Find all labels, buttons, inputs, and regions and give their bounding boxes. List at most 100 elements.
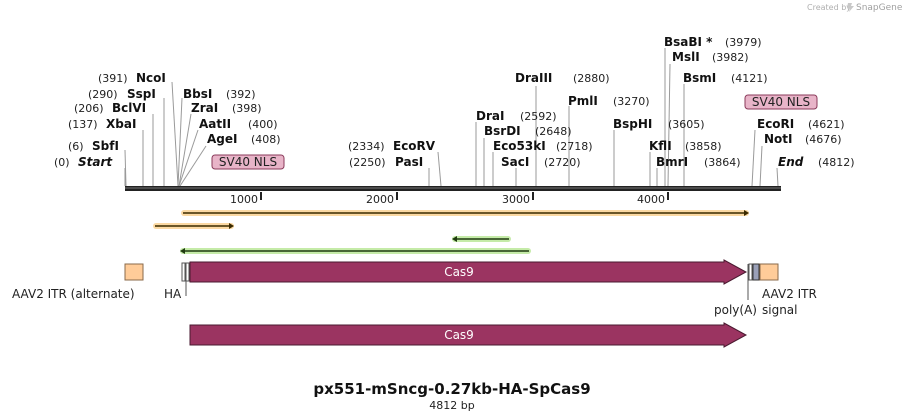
- site-xbai[interactable]: (137) XbaI: [68, 117, 136, 131]
- svg-text:(4812): (4812): [818, 156, 855, 169]
- site-sbfi[interactable]: (6) SbfI: [68, 139, 119, 153]
- svg-text:ZraI: ZraI: [191, 101, 218, 115]
- svg-text:SV40 NLS: SV40 NLS: [752, 95, 810, 109]
- svg-text:PmlI: PmlI: [568, 94, 598, 108]
- orf-track-orange-long[interactable]: [181, 210, 749, 216]
- svg-text:Eco53kI: Eco53kI: [493, 139, 546, 153]
- site-pmli[interactable]: PmlI (3270): [568, 94, 650, 108]
- svg-text:(400): (400): [248, 118, 278, 131]
- site-draiii[interactable]: DraIII (2880): [515, 71, 610, 85]
- site-msli[interactable]: MslI (3982): [672, 50, 749, 64]
- site-kfli[interactable]: KflI (3858): [649, 139, 722, 153]
- svg-text:XbaI: XbaI: [106, 117, 136, 131]
- site-ncoi[interactable]: (391) NcoI: [98, 71, 166, 85]
- svg-text:Start: Start: [78, 155, 113, 169]
- svg-text:SspI: SspI: [127, 87, 156, 101]
- orf-track-orange-short[interactable]: [153, 223, 234, 229]
- ha-label: HA: [164, 287, 182, 301]
- snapgene-logo-icon: [847, 3, 854, 12]
- svg-text:BspHI: BspHI: [613, 117, 652, 131]
- svg-text:(206): (206): [74, 102, 104, 115]
- svg-text:EcoRI: EcoRI: [757, 117, 794, 131]
- aav2-itr-label: AAV2 ITR: [762, 287, 817, 301]
- plasmid-title: px551-mSncg-0.27kb-HA-SpCas9: [313, 380, 590, 398]
- sv40-nls-feature-1[interactable]: SV40 NLS: [211, 154, 285, 170]
- restriction-sites: (0) Start (6) SbfI (137) XbaI (206) BclV…: [54, 35, 855, 169]
- svg-text:(4121): (4121): [731, 72, 768, 85]
- cas9-feature[interactable]: Cas9: [189, 259, 748, 285]
- svg-text:AgeI: AgeI: [207, 132, 237, 146]
- svg-text:NcoI: NcoI: [136, 71, 166, 85]
- svg-text:(2250): (2250): [349, 156, 386, 169]
- site-pasi[interactable]: (2250) PasI: [349, 155, 423, 169]
- watermark-brand: SnapGene: [856, 3, 903, 13]
- svg-text:Cas9: Cas9: [444, 328, 474, 342]
- site-bsphi[interactable]: BspHI (3605): [613, 117, 705, 131]
- svg-text:(3605): (3605): [668, 118, 705, 131]
- svg-text:(0): (0): [54, 156, 70, 169]
- svg-text:MslI: MslI: [672, 50, 700, 64]
- tick-label-3000: 3000: [502, 193, 530, 206]
- site-zrai[interactable]: ZraI (398): [191, 101, 262, 115]
- svg-text:EcoRV: EcoRV: [393, 139, 436, 153]
- site-bsabi[interactable]: BsaBI * (3979): [664, 35, 762, 49]
- svg-text:(2592): (2592): [520, 110, 557, 123]
- svg-text:(3979): (3979): [725, 36, 762, 49]
- svg-text:(2718): (2718): [556, 140, 593, 153]
- ha-tag-feature[interactable]: [181, 262, 190, 296]
- site-start[interactable]: (0) Start: [54, 155, 113, 169]
- polya-label: poly(A): [714, 303, 757, 317]
- site-eco53ki[interactable]: Eco53kI (2718): [493, 139, 593, 153]
- svg-text:DraI: DraI: [476, 109, 504, 123]
- position-axis: 1000 2000 3000 4000: [230, 192, 669, 206]
- svg-text:(137): (137): [68, 118, 98, 131]
- svg-text:(4621): (4621): [808, 118, 845, 131]
- svg-text:(3982): (3982): [712, 51, 749, 64]
- svg-text:(392): (392): [226, 88, 256, 101]
- sv40-nls-feature-2[interactable]: SV40 NLS: [744, 94, 818, 110]
- site-noti[interactable]: NotI (4676): [764, 132, 842, 146]
- aav2-itr-feature[interactable]: [752, 263, 779, 281]
- svg-text:BmrI: BmrI: [656, 155, 688, 169]
- svg-text:(2880): (2880): [573, 72, 610, 85]
- site-bmri[interactable]: BmrI (3864): [656, 155, 741, 169]
- orf-track-green-long[interactable]: [180, 248, 531, 254]
- svg-text:NotI: NotI: [764, 132, 793, 146]
- svg-text:(2334): (2334): [348, 140, 385, 153]
- site-bbsi[interactable]: BbsI (392): [183, 87, 256, 101]
- svg-text:End: End: [778, 155, 804, 169]
- tick-label-2000: 2000: [366, 193, 394, 206]
- site-ecori[interactable]: EcoRI (4621): [757, 117, 845, 131]
- svg-text:BclVI: BclVI: [112, 101, 146, 115]
- site-aatii[interactable]: AatII (400): [199, 117, 278, 131]
- svg-text:(6): (6): [68, 140, 84, 153]
- aav2-itr-alternate-feature[interactable]: [124, 263, 144, 281]
- site-saci[interactable]: SacI (2720): [501, 155, 581, 169]
- site-end[interactable]: End (4812): [778, 155, 855, 169]
- cas9-translation[interactable]: Cas9: [189, 322, 748, 348]
- svg-text:(2720): (2720): [544, 156, 581, 169]
- svg-text:BbsI: BbsI: [183, 87, 212, 101]
- svg-text:Cas9: Cas9: [444, 265, 474, 279]
- plasmid-length: 4812 bp: [429, 399, 474, 412]
- svg-text:(398): (398): [232, 102, 262, 115]
- site-drai[interactable]: DraI (2592): [476, 109, 557, 123]
- site-bsmi[interactable]: BsmI (4121): [683, 71, 768, 85]
- orf-track-green-short[interactable]: [452, 236, 511, 242]
- site-sspi[interactable]: (290) SspI: [88, 87, 156, 101]
- svg-text:KflI: KflI: [649, 139, 672, 153]
- svg-text:DraIII: DraIII: [515, 71, 552, 85]
- svg-text:(290): (290): [88, 88, 118, 101]
- site-leader-lines: [124, 48, 779, 187]
- svg-text:(408): (408): [251, 133, 281, 146]
- site-agei[interactable]: AgeI (408): [207, 132, 281, 146]
- site-ecorv[interactable]: (2334) EcoRV: [348, 139, 436, 153]
- svg-text:SacI: SacI: [501, 155, 529, 169]
- site-bsrdi[interactable]: BsrDI (2648): [484, 124, 572, 138]
- site-bclvi[interactable]: (206) BclVI: [74, 101, 146, 115]
- tick-label-1000: 1000: [230, 193, 258, 206]
- polya-signal-feature[interactable]: [747, 263, 753, 300]
- watermark-prefix: Created by: [807, 3, 851, 12]
